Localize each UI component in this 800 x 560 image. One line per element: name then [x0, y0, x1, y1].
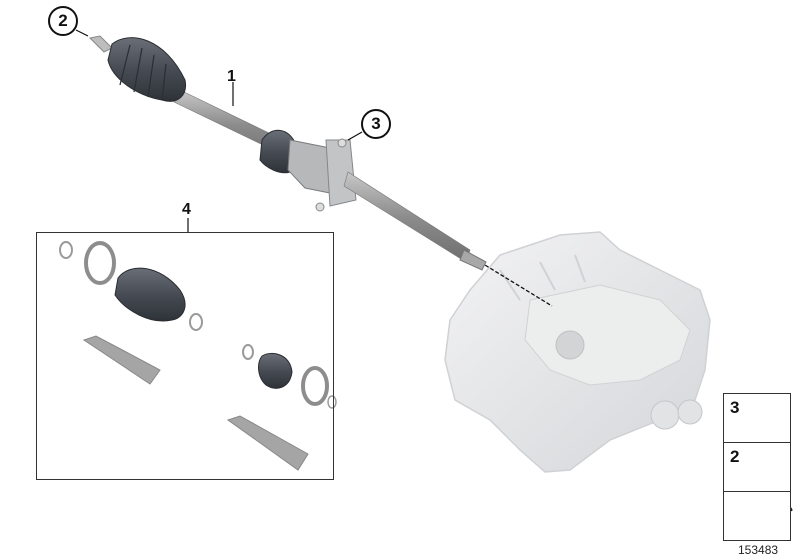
legend-label: 3: [730, 398, 740, 417]
transmission-housing: [444, 231, 711, 473]
callout-label: 2: [58, 11, 68, 30]
callout-1: 1: [227, 68, 236, 85]
legend-label: 2: [730, 447, 740, 466]
legend-item-bolt: 3: [724, 394, 790, 443]
legend-item-nut: 2: [724, 443, 790, 492]
legend-panel: 3 2: [723, 393, 791, 541]
assembly-line: [479, 261, 553, 307]
reference-number: 153483: [738, 543, 779, 557]
callout-2: 2: [48, 6, 78, 36]
repair-kit-box: [36, 232, 334, 480]
kit-parts: [59, 241, 337, 471]
callout-label: 3: [371, 114, 381, 133]
callout-3: 3: [361, 109, 391, 139]
drive-shaft: [88, 35, 487, 271]
callout-4: 4: [182, 201, 191, 218]
